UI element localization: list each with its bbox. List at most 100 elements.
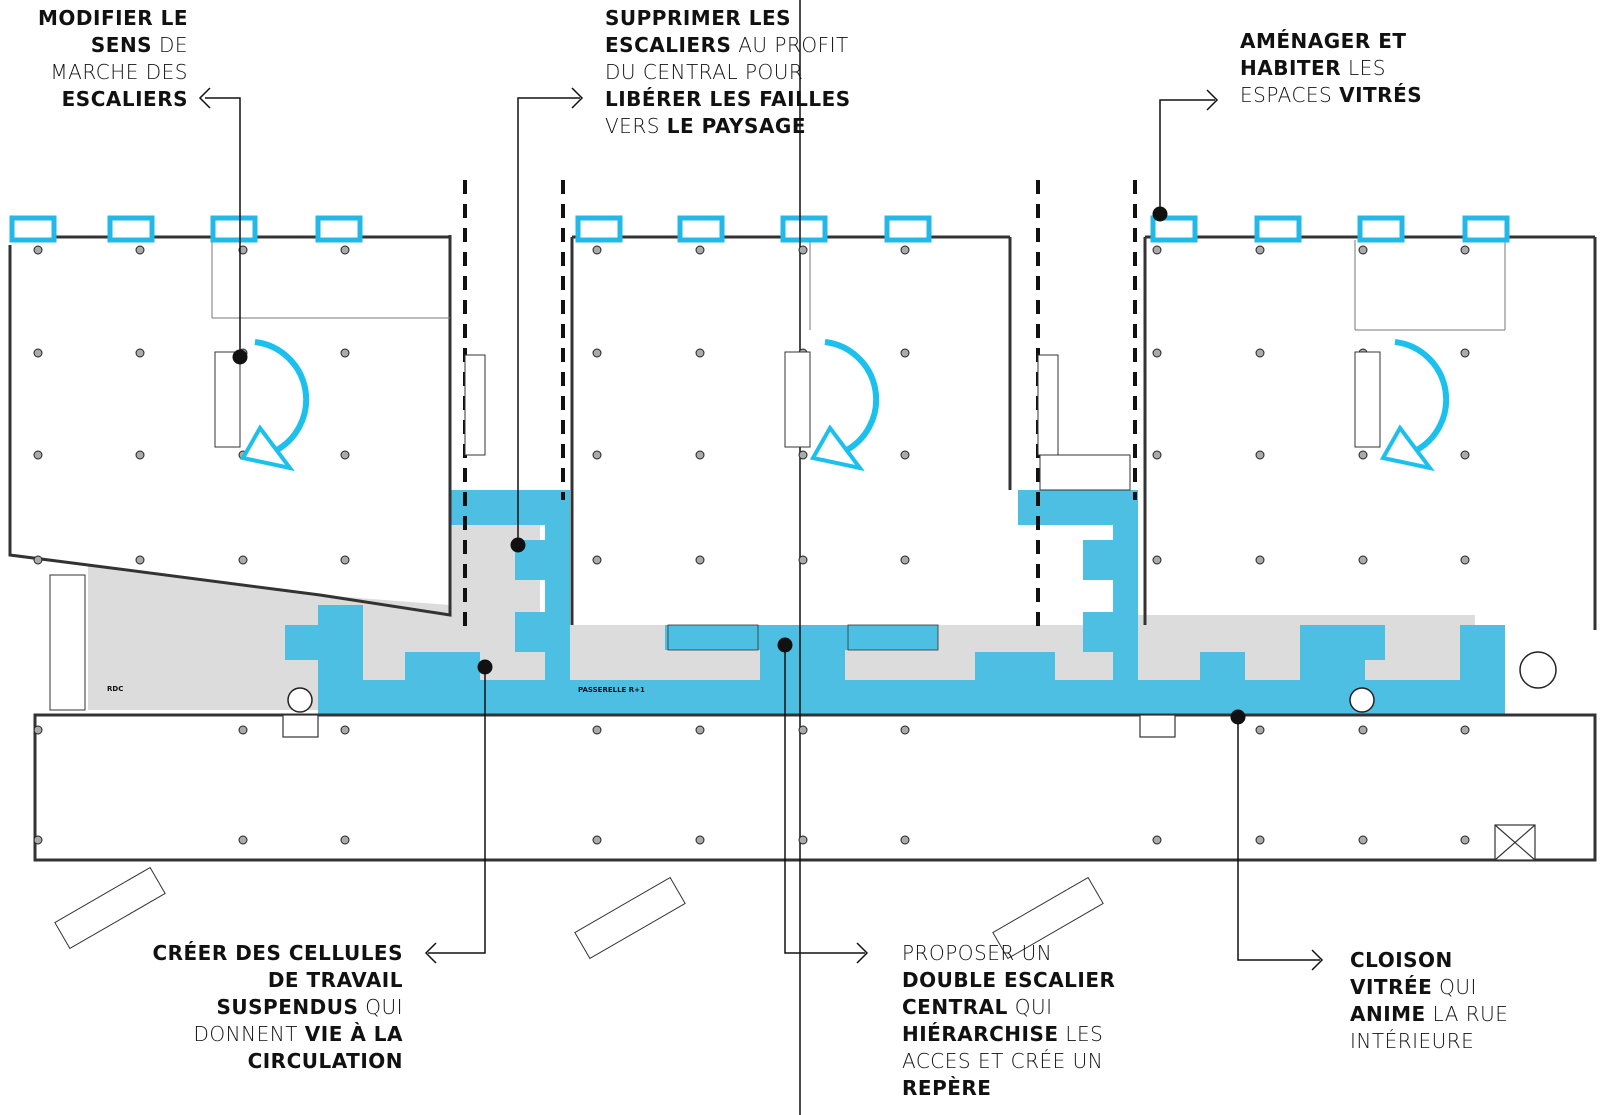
column bbox=[695, 450, 705, 460]
column bbox=[798, 450, 808, 460]
column bbox=[135, 245, 145, 255]
annotation-text: ACCES ET CRÉE UN bbox=[902, 1049, 1104, 1073]
rotation-arrowhead bbox=[239, 424, 295, 472]
column bbox=[33, 450, 43, 460]
rotation-arrowhead bbox=[809, 424, 865, 472]
column bbox=[33, 245, 43, 255]
central-double-stair bbox=[667, 624, 939, 651]
column bbox=[135, 555, 145, 565]
annotation-bold-text: CLOISON bbox=[1350, 948, 1453, 972]
annotation-bold-text: DOUBLE ESCALIER bbox=[902, 968, 1116, 992]
annotation-text: VERS bbox=[605, 114, 667, 138]
annotation-line: SUPPRIMER LES bbox=[605, 5, 865, 32]
annotation-text: AU PROFIT bbox=[731, 33, 849, 57]
column bbox=[1255, 245, 1265, 255]
annotation-text: ESPACES bbox=[1240, 83, 1340, 107]
annotation-line: INTÉRIEURE bbox=[1350, 1028, 1550, 1055]
annotation-line: ESCALIERS AU PROFIT bbox=[605, 32, 865, 59]
annotation-line: CENTRAL QUI bbox=[902, 994, 1142, 1021]
annotation-line: VITRÉE QUI bbox=[1350, 974, 1550, 1001]
annotation-line: HABITER LES bbox=[1240, 55, 1460, 82]
column bbox=[340, 555, 350, 565]
annotation-bold-text: CRÉER DES CELLULES bbox=[152, 941, 403, 965]
column bbox=[1255, 555, 1265, 565]
annotation-bold-text: LIBÉRER LES FAILLES bbox=[605, 87, 851, 111]
column bbox=[695, 348, 705, 358]
annotation-text: PROPOSER UN bbox=[902, 941, 1053, 965]
annotation-bold-text: HIÉRARCHISE bbox=[902, 1022, 1059, 1046]
column bbox=[33, 348, 43, 358]
rotation-arrowhead bbox=[1379, 424, 1435, 472]
column bbox=[1358, 835, 1368, 845]
column bbox=[1358, 555, 1368, 565]
annotation-line: HIÉRARCHISE LES bbox=[902, 1021, 1142, 1048]
lift-box bbox=[282, 714, 1536, 861]
annotation-text: MARCHE DES bbox=[50, 60, 188, 84]
annotation-line: SUSPENDUS QUI bbox=[150, 994, 403, 1021]
column bbox=[1255, 835, 1265, 845]
column bbox=[798, 725, 808, 735]
column bbox=[900, 348, 910, 358]
column bbox=[592, 348, 602, 358]
annotation-line: REPÈRE bbox=[902, 1075, 1142, 1102]
column bbox=[1358, 725, 1368, 735]
annotation-line: MARCHE DES bbox=[30, 59, 188, 86]
annotation-line: MODIFIER LE bbox=[30, 5, 188, 32]
column bbox=[695, 555, 705, 565]
annotation-bold-text: VITRÉE bbox=[1350, 975, 1433, 999]
annotation-line: LIBÉRER LES FAILLES bbox=[605, 86, 865, 113]
annotation-bold-text: DE TRAVAIL bbox=[267, 968, 403, 992]
column bbox=[1460, 835, 1470, 845]
annotation-bold-text: ESCALIERS bbox=[61, 87, 188, 111]
column bbox=[238, 245, 248, 255]
external-stairs bbox=[54, 866, 1104, 960]
column bbox=[1460, 245, 1470, 255]
column bbox=[1255, 450, 1265, 460]
column bbox=[135, 450, 145, 460]
column bbox=[695, 835, 705, 845]
annotation-line: CIRCULATION bbox=[150, 1048, 403, 1075]
annotation-bold-text: REPÈRE bbox=[902, 1076, 992, 1100]
annotation-bold-text: SENS bbox=[90, 33, 153, 57]
column bbox=[798, 245, 808, 255]
windows bbox=[9, 215, 1510, 243]
inner-walls bbox=[211, 240, 1506, 331]
annotation-line: DE TRAVAIL bbox=[150, 967, 403, 994]
column bbox=[900, 835, 910, 845]
column bbox=[340, 835, 350, 845]
annotation-text: LES bbox=[1341, 56, 1386, 80]
annotation-bold-text: VITRÉS bbox=[1339, 83, 1423, 107]
annotation-line: ESPACES VITRÉS bbox=[1240, 82, 1460, 109]
annotation-line: DONNENT VIE À LA bbox=[150, 1021, 403, 1048]
column bbox=[695, 245, 705, 255]
annotation-bold-text: HABITER bbox=[1240, 56, 1342, 80]
leader-dots bbox=[232, 206, 1246, 725]
annotation-line: PROPOSER UN bbox=[902, 940, 1142, 967]
rdc-label: RDC bbox=[107, 685, 124, 693]
annotation-text: LES bbox=[1058, 1022, 1104, 1046]
annotation-bold-text: ANIME bbox=[1350, 1002, 1426, 1026]
column bbox=[1460, 725, 1470, 735]
annotation-text: QUI bbox=[358, 995, 403, 1019]
rotation-arc bbox=[824, 339, 880, 455]
column bbox=[592, 555, 602, 565]
column bbox=[1152, 835, 1162, 845]
column bbox=[900, 245, 910, 255]
column bbox=[1460, 555, 1470, 565]
annotation-text: DONNENT bbox=[193, 1022, 305, 1046]
column bbox=[135, 348, 145, 358]
annotation-line: ANIME LA RUE bbox=[1350, 1001, 1550, 1028]
annotation-bold-text: LE PAYSAGE bbox=[666, 114, 806, 138]
column bbox=[33, 555, 43, 565]
spiral-stairs bbox=[287, 651, 1557, 713]
annotation-line: AMÉNAGER ET bbox=[1240, 28, 1460, 55]
column bbox=[238, 555, 248, 565]
annotation-text: QUI bbox=[1007, 995, 1053, 1019]
column bbox=[340, 725, 350, 735]
column bbox=[1152, 245, 1162, 255]
